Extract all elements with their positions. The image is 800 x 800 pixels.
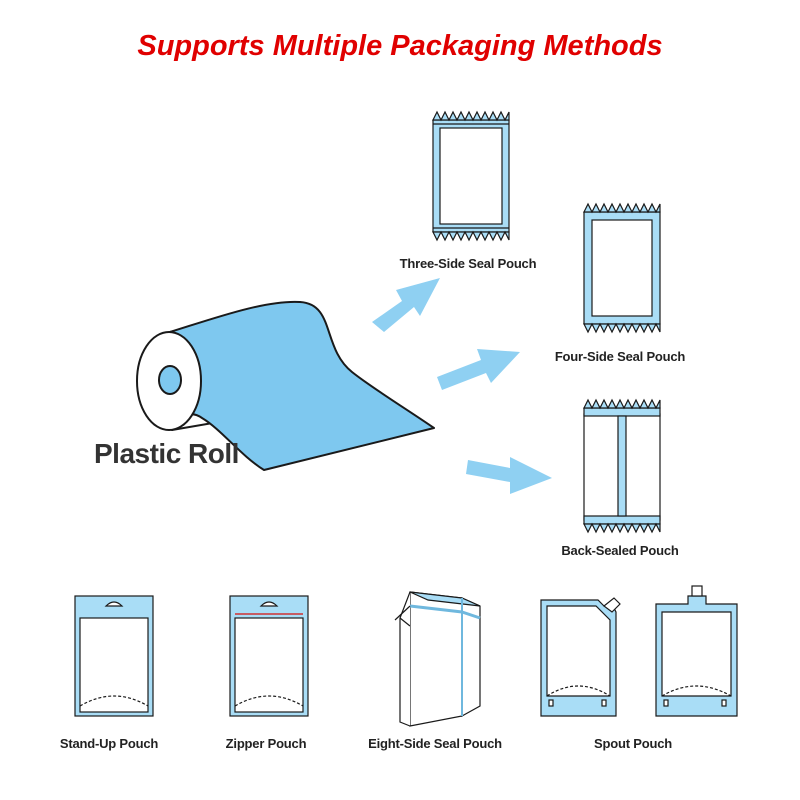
stand-up-pouch bbox=[74, 595, 154, 717]
zipper-pouch-label: Zipper Pouch bbox=[225, 736, 307, 751]
arrow-to-back-sealed bbox=[466, 457, 552, 494]
three-side-seal-pouch-label: Three-Side Seal Pouch bbox=[399, 256, 537, 271]
back-sealed-pouch bbox=[583, 398, 661, 534]
spout-pouch-top bbox=[655, 585, 738, 717]
three-side-pouch bbox=[432, 110, 510, 242]
spout-icon bbox=[603, 597, 621, 613]
spout-pouch-corner bbox=[540, 597, 621, 717]
arrow-to-four-side bbox=[437, 349, 520, 390]
film-sheet bbox=[169, 300, 435, 471]
arrows bbox=[372, 278, 552, 494]
hang-hole bbox=[259, 601, 279, 607]
stand-up-pouch-label: Stand-Up Pouch bbox=[59, 736, 159, 751]
page-title: Supports Multiple Packaging Methods bbox=[137, 30, 663, 62]
hang-hole bbox=[104, 601, 124, 607]
spout-icon bbox=[691, 585, 703, 597]
eight-side-pouch bbox=[394, 591, 481, 727]
eight-side-seal-pouch-label: Eight-Side Seal Pouch bbox=[368, 736, 502, 751]
four-side-seal-pouch-label: Four-Side Seal Pouch bbox=[554, 349, 686, 364]
plastic-roll bbox=[136, 300, 435, 471]
back-sealed-pouch-label: Back-Sealed Pouch bbox=[561, 543, 679, 558]
four-side-pouch bbox=[583, 202, 661, 334]
roll-core bbox=[158, 365, 182, 395]
arrow-to-three-side bbox=[372, 278, 440, 332]
zipper-pouch bbox=[229, 595, 309, 717]
plastic-roll-label: Plastic Roll bbox=[94, 438, 239, 469]
spout-pouch-label: Spout Pouch bbox=[594, 736, 672, 751]
